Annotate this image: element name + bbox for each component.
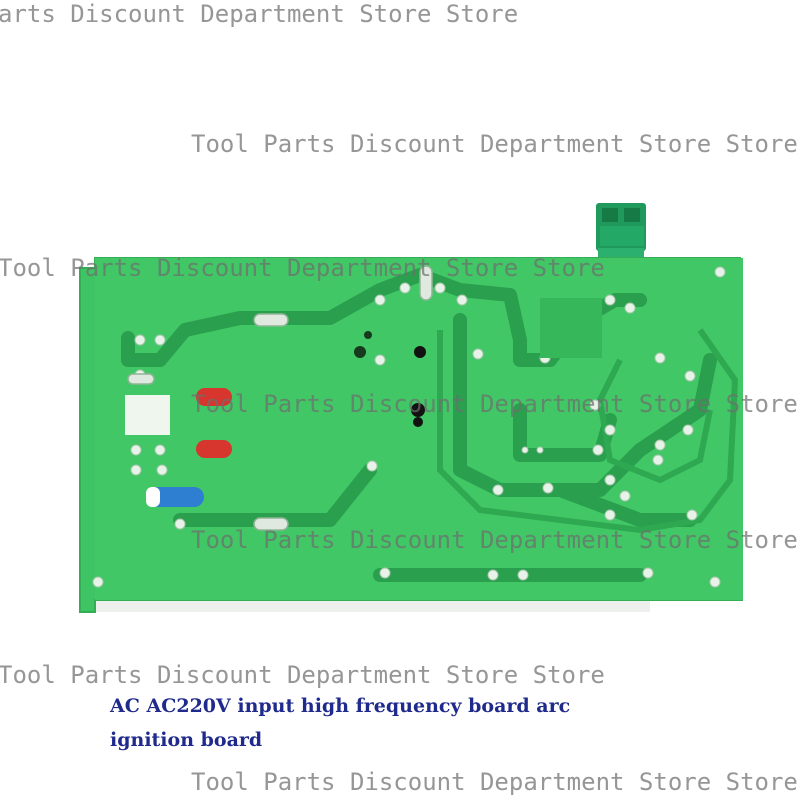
watermark-text: Tool Parts Discount Department Store Sto… bbox=[191, 768, 798, 796]
watermark-text: Tool Parts Discount Department Store Sto… bbox=[0, 254, 605, 282]
watermark-text: arts Discount Department Store Store bbox=[0, 0, 519, 28]
watermark-text: Tool Parts Discount Department Store Sto… bbox=[191, 526, 798, 554]
product-caption-line2: ignition board bbox=[110, 729, 263, 751]
watermark-text: Tool Parts Discount Department Store Sto… bbox=[0, 661, 605, 689]
watermark-text: Tool Parts Discount Department Store Sto… bbox=[191, 130, 798, 158]
product-caption-line1: AC AC220V input high frequency board arc bbox=[110, 695, 571, 717]
watermark-text: Tool Parts Discount Department Store Sto… bbox=[191, 390, 798, 418]
